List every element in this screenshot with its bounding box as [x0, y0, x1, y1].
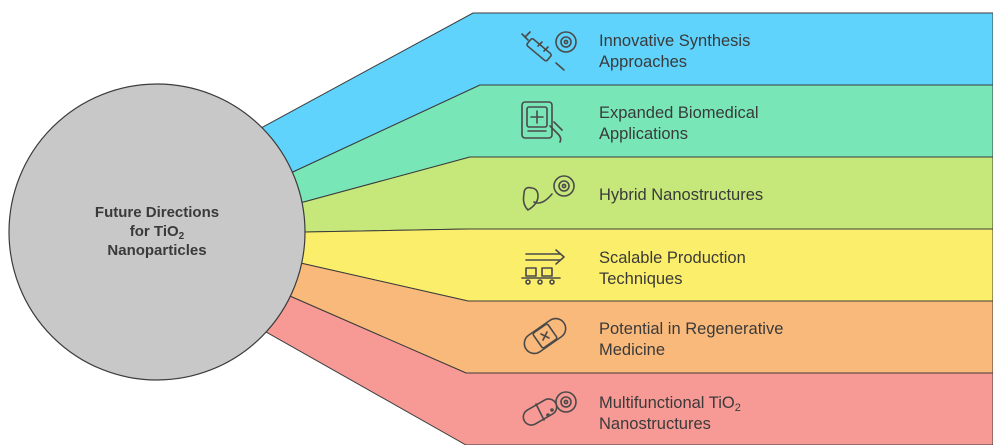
branch-label-hybrid-nanostructures: Hybrid Nanostructures: [599, 186, 763, 204]
bandage-icon: [523, 317, 567, 355]
conveyor-arrow-icon: [521, 249, 565, 285]
medical-tablet-icon: [521, 101, 563, 143]
hub-line-3: Nanoparticles: [107, 242, 206, 259]
hub-line-1: Future Directions: [95, 204, 219, 221]
hub-line-2: for TiO2: [130, 223, 185, 242]
hub-circle: [8, 83, 306, 381]
syringe-virus-icon: [521, 31, 577, 71]
heart-nanoparticle-icon: [522, 175, 575, 211]
pill-nanoparticle-icon: [522, 391, 577, 426]
